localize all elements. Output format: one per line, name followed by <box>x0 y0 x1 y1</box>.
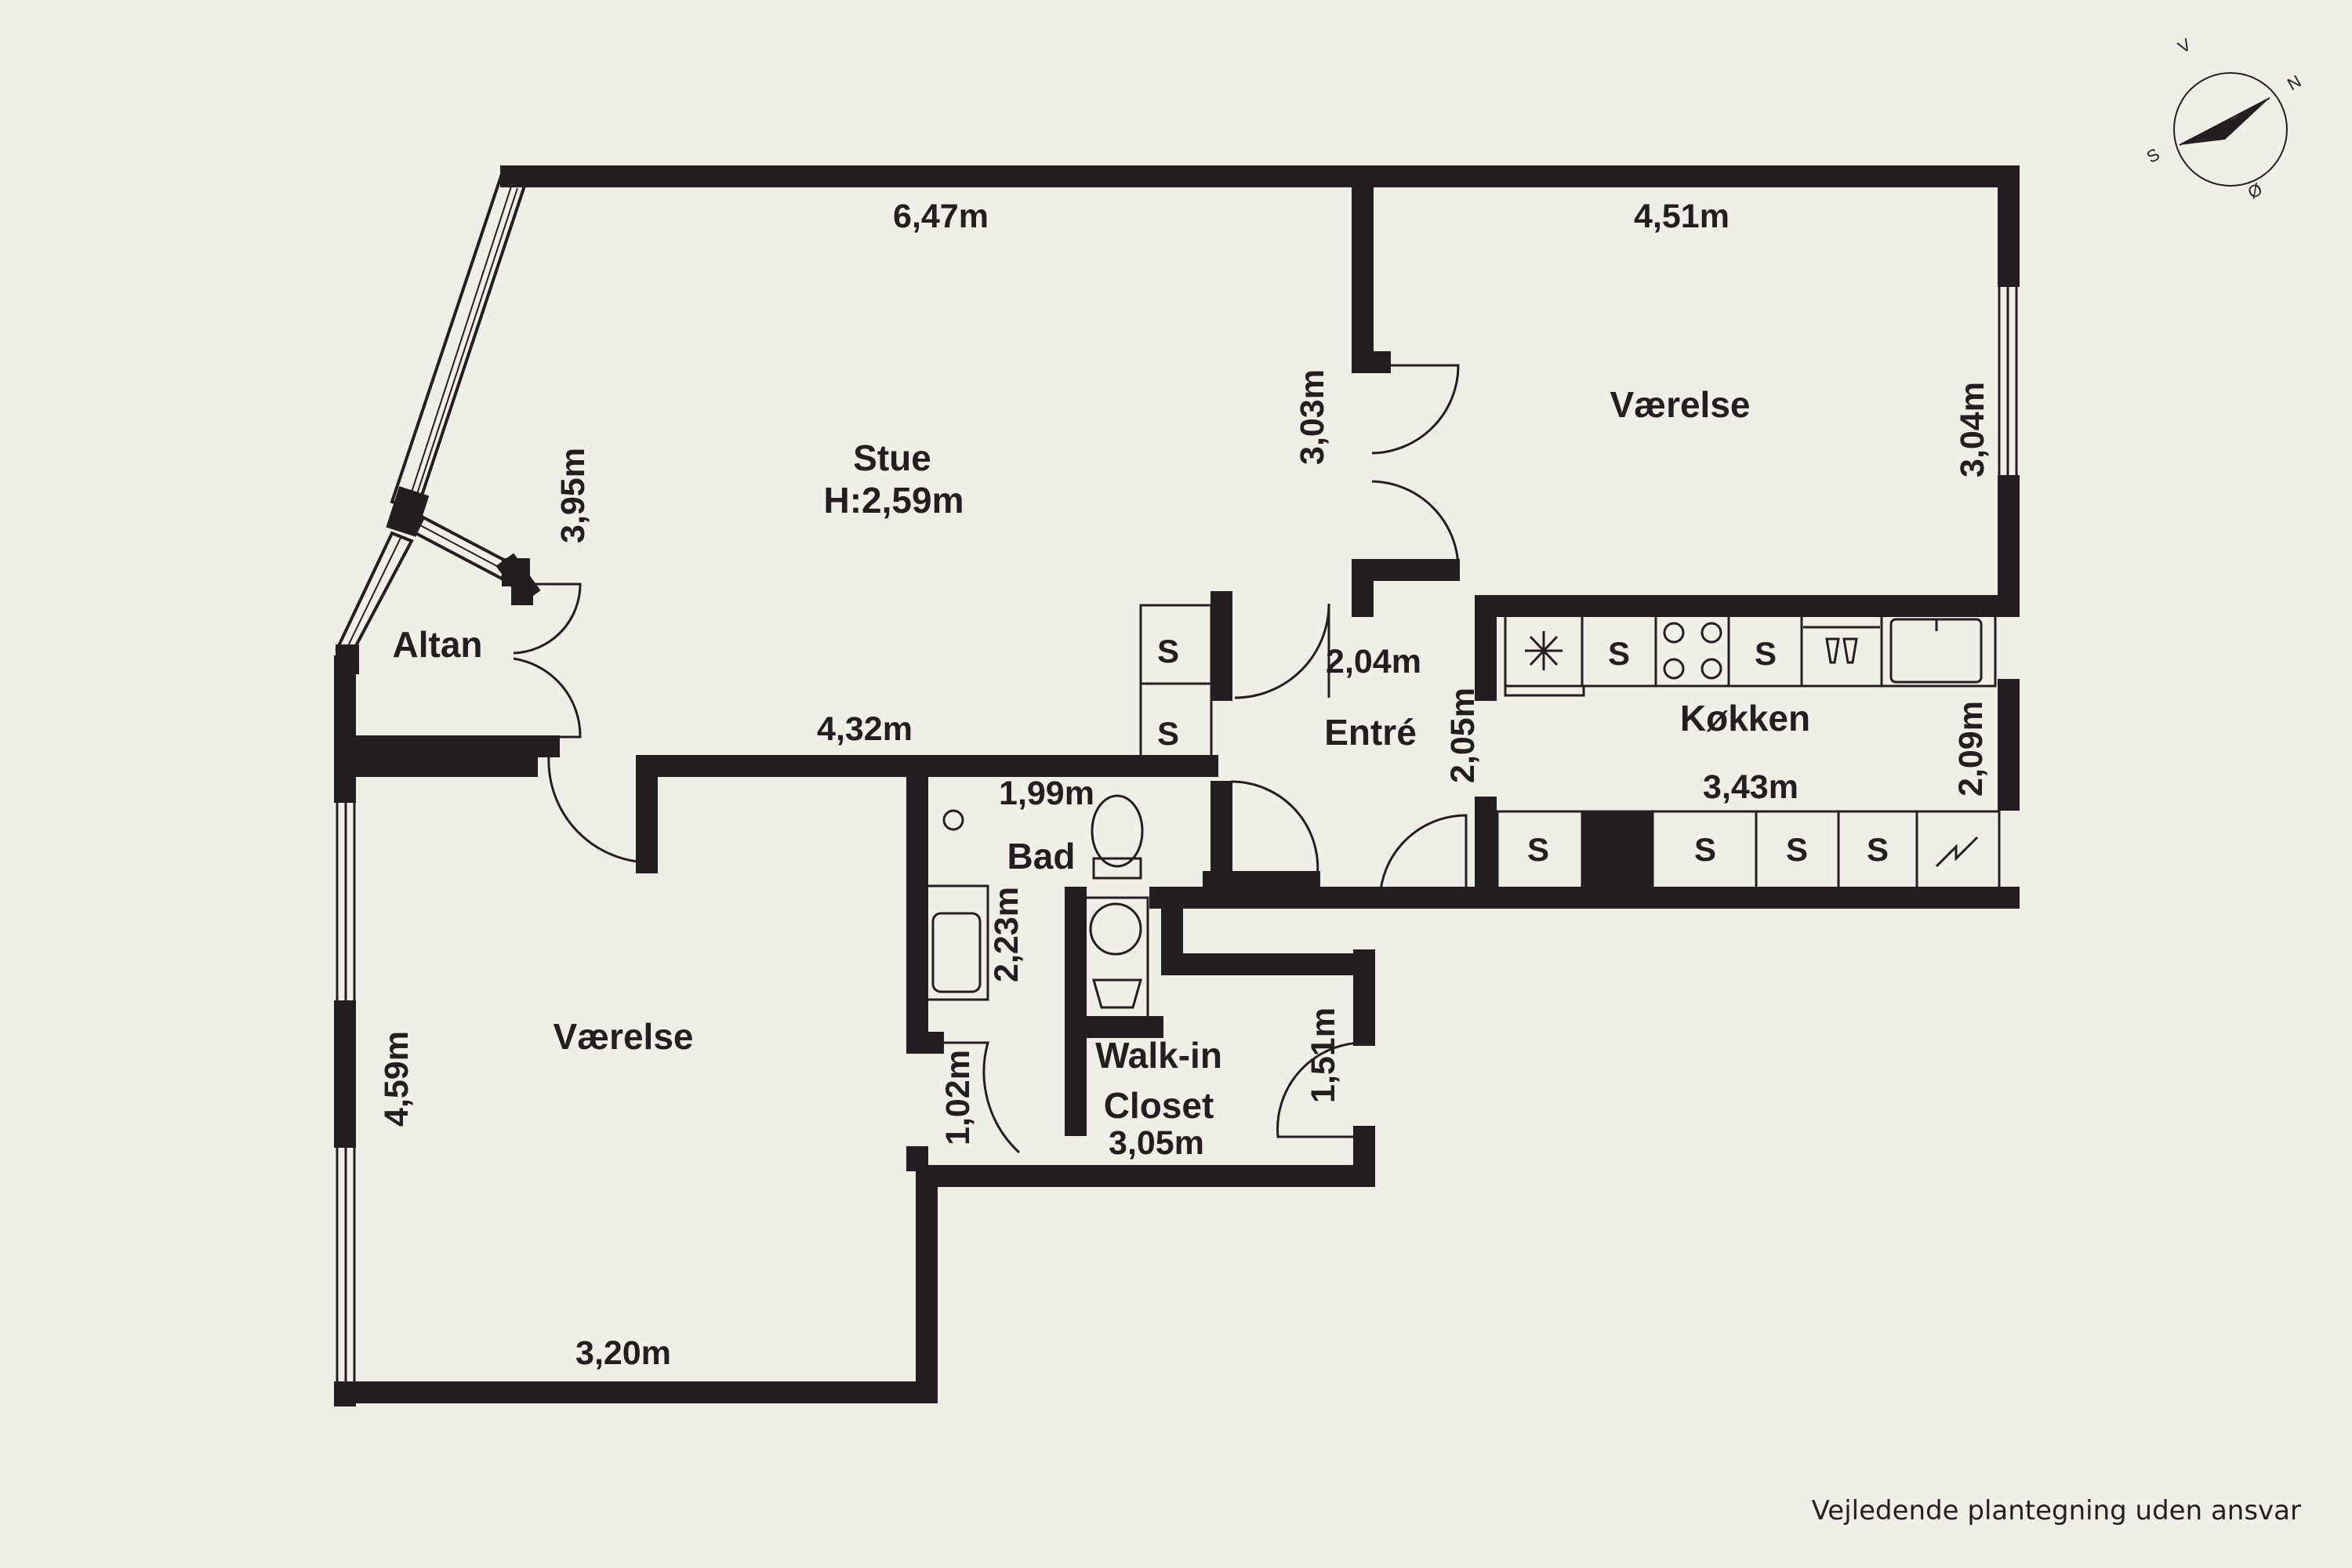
storage-label: S <box>1157 633 1179 670</box>
kitchen-counter-top <box>1504 610 1997 697</box>
doors <box>513 364 1468 1154</box>
storage-label: S <box>1527 831 1549 868</box>
room-label-entre: Entré <box>1324 712 1417 753</box>
dimension-labels: 6,47m 4,51m 3,95m 3,03m 3,04m 4,32m 2,04… <box>378 198 1991 1372</box>
room-label-vaerelse-ne: Værelse <box>1610 384 1750 425</box>
kitchen-sink-icon <box>1889 618 1983 684</box>
dim-vaerelse-sw-depth: 4,59m <box>378 1031 416 1127</box>
room-label-kokken: Køkken <box>1680 698 1810 739</box>
room-label-altan: Altan <box>393 624 483 665</box>
disclaimer-text: Vejledende plantegning uden ansvar <box>1812 1495 2301 1526</box>
dim-walkin-width: 3,05m <box>1109 1124 1204 1162</box>
dim-kokken-depth: 2,09m <box>1952 701 1990 797</box>
compass-west: V <box>2175 34 2194 57</box>
room-label-bad: Bad <box>1007 836 1076 877</box>
room-height-label: H:2,59m <box>824 480 964 521</box>
compass-north: N <box>2284 71 2304 95</box>
dim-walkin-depth: 1,51m <box>1305 1007 1342 1103</box>
storage-label: S <box>1694 831 1716 868</box>
dim-entre-width: 2,04m <box>1326 643 1421 681</box>
electric-panel-icon <box>1935 836 1979 868</box>
dim-stue-width: 6,47m <box>893 198 989 235</box>
compass-ring-icon <box>2173 72 2288 187</box>
storage-label: S <box>1755 635 1777 672</box>
room-label-vaerelse-sw: Værelse <box>553 1016 693 1057</box>
stove-icon <box>1663 622 1722 680</box>
room-label-walkin: Walk-in <box>1095 1035 1222 1076</box>
dim-vaerelse-ne-width: 4,51m <box>1634 198 1730 235</box>
dim-bad-depth: 2,23m <box>988 887 1025 982</box>
compass-south: S <box>2143 144 2163 167</box>
storage-label: S <box>1608 635 1630 672</box>
room-labels: Stue H:2,59m Værelse Altan Entré Køkken … <box>393 384 1811 1126</box>
kitchen-counter-bottom <box>1496 810 2001 891</box>
bathroom-fixtures <box>925 794 1149 1029</box>
entre-wardrobe <box>1139 604 1213 764</box>
freezer-icon <box>1525 631 1563 670</box>
dim-bad-width: 1,99m <box>999 775 1094 812</box>
storage-labels: S S S S S S S S <box>1157 633 1889 868</box>
storage-label: S <box>1157 715 1179 752</box>
room-label-closet: Closet <box>1104 1085 1214 1126</box>
dim-vaerelse-ne-depth: 3,04m <box>1954 382 1991 477</box>
west-slanted-wall <box>335 172 533 674</box>
windows <box>336 274 2018 1397</box>
dim-entre-wall: 3,03m <box>1294 369 1331 465</box>
storage-label: S <box>1786 831 1808 868</box>
toilet-icon <box>1091 794 1144 868</box>
dim-stue-lower: 4,32m <box>817 710 913 748</box>
room-label-stue: Stue <box>853 437 931 478</box>
dim-hall-small: 1,02m <box>939 1050 977 1145</box>
shower-icon <box>942 809 964 831</box>
dishwasher-icon <box>1803 626 1880 664</box>
storage-label: S <box>1867 831 1889 868</box>
compass: N S V Ø <box>2143 34 2305 203</box>
washer-icon <box>1082 896 1149 1029</box>
dim-kokken-width: 3,43m <box>1703 768 1798 806</box>
dim-vaerelse-sw-width: 3,20m <box>575 1334 671 1372</box>
dim-entre-depth: 2,05m <box>1444 688 1482 783</box>
sink-icon <box>925 884 989 1001</box>
dim-stue-depth: 3,95m <box>554 448 592 543</box>
